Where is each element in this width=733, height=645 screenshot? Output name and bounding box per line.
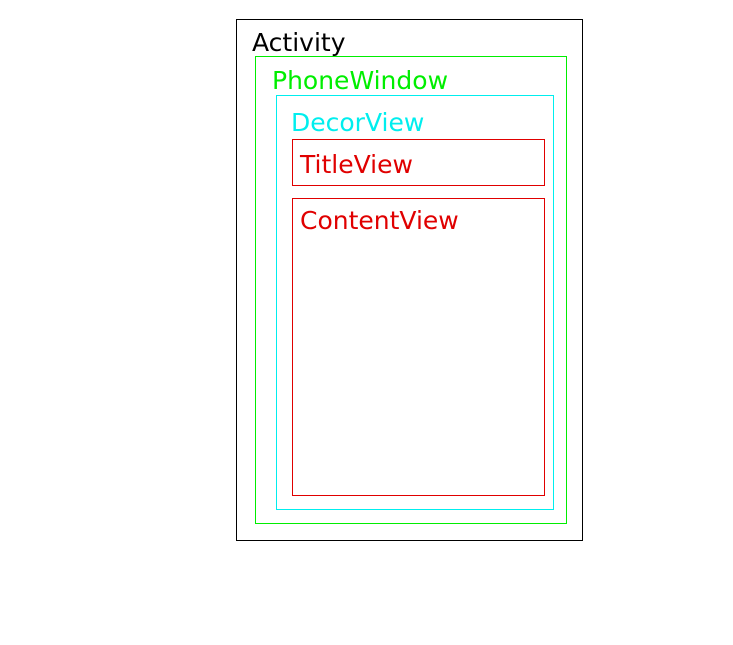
titleview-label: TitleView [300, 150, 413, 179]
contentview-box [292, 198, 545, 496]
contentview-label: ContentView [300, 206, 459, 235]
decorview-label: DecorView [291, 108, 425, 137]
phonewindow-label: PhoneWindow [272, 66, 449, 95]
phonewindow-box [255, 56, 567, 524]
activity-box [236, 19, 583, 541]
decorview-box [276, 95, 554, 510]
activity-label: Activity [252, 28, 346, 57]
titleview-box [292, 139, 545, 186]
